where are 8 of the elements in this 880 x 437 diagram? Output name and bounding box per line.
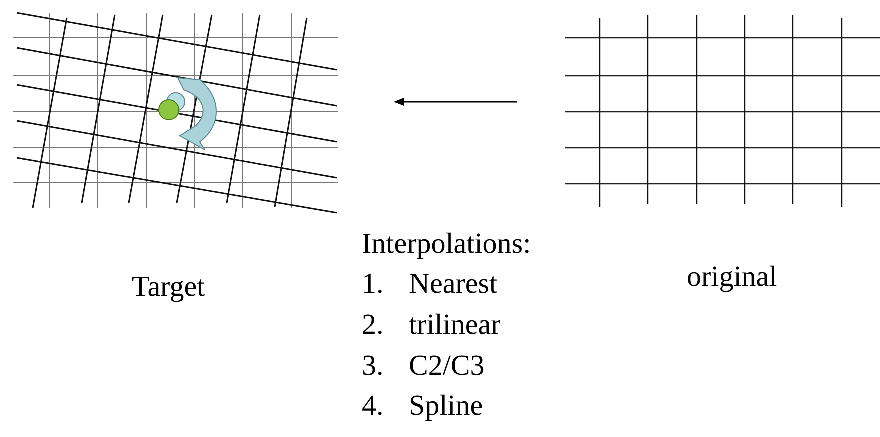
grid-caption: Target — [132, 271, 206, 304]
arrow — [394, 98, 517, 106]
list-item: 3. C2/C3 — [362, 350, 485, 383]
list-item: 4. Spline — [362, 390, 484, 423]
list-heading: Interpolations: — [362, 228, 532, 261]
list-item: 1. Nearest — [362, 268, 498, 301]
list-item: 2. trilinear — [362, 309, 501, 342]
grid-caption: original — [687, 261, 778, 294]
